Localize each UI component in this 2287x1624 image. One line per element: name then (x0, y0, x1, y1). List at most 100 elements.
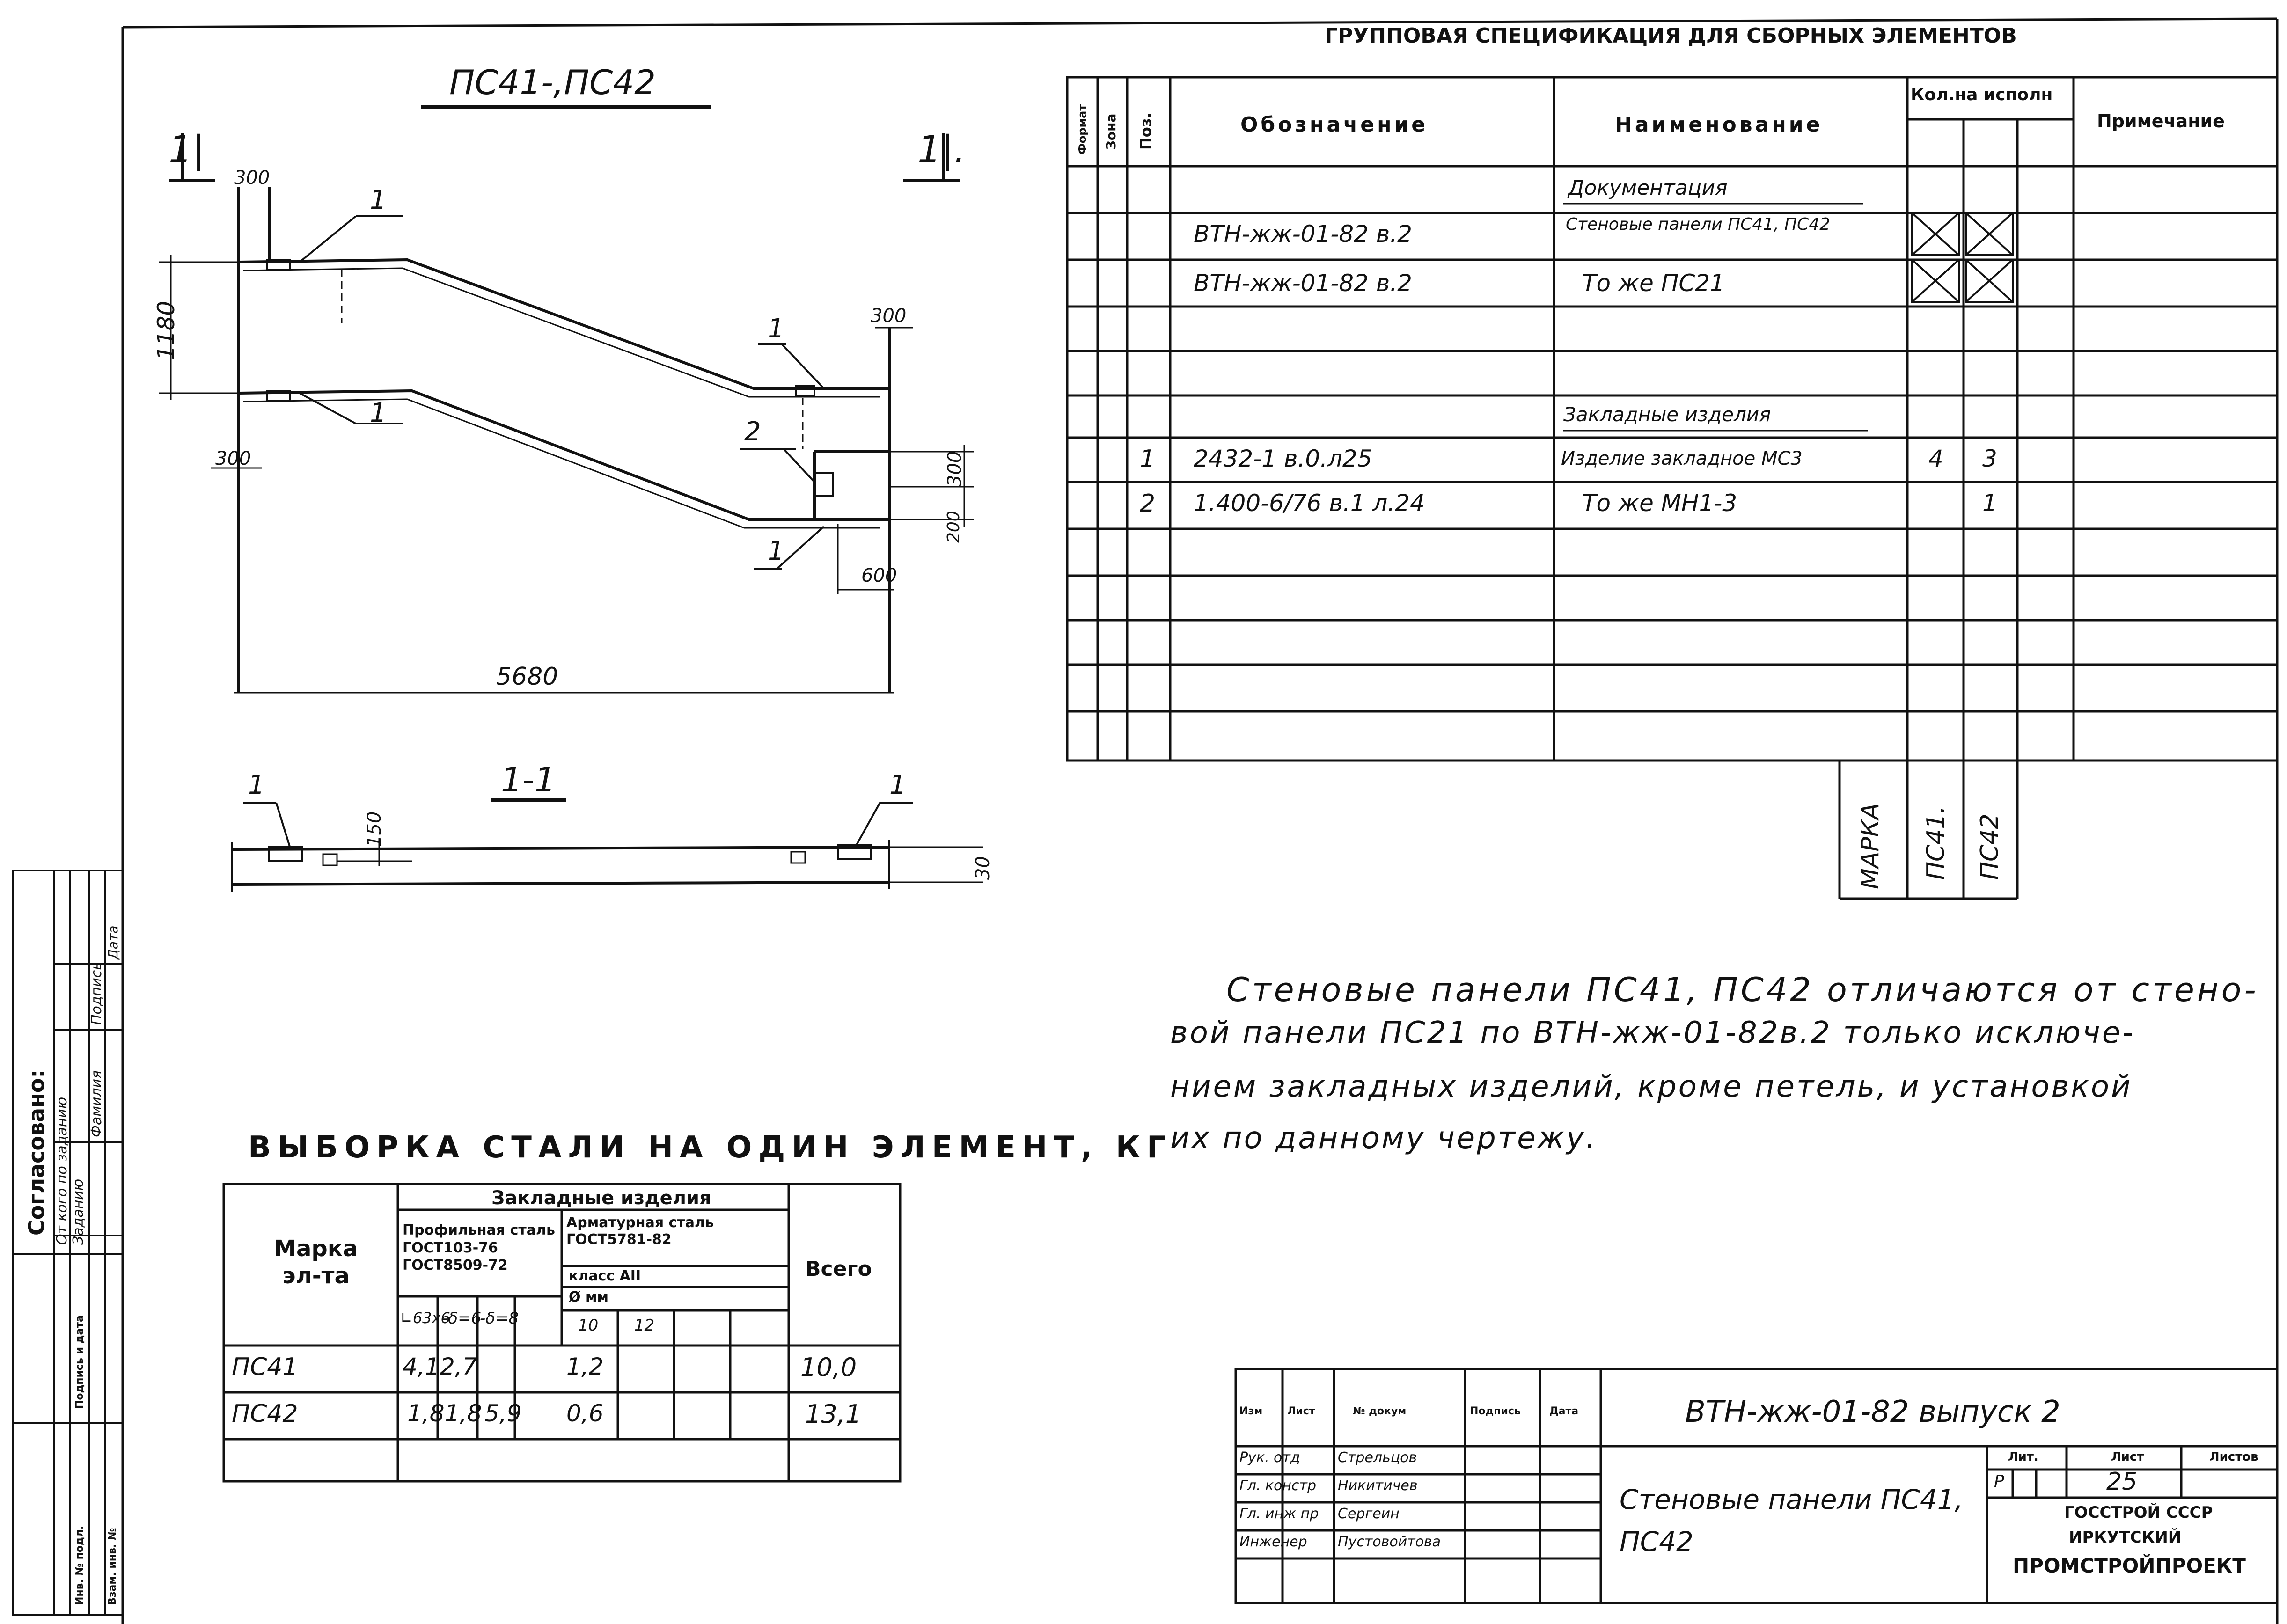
steel-row-2-total: 13,1 (805, 1399, 862, 1429)
steel-row-1-c2: 2,7 (440, 1353, 477, 1380)
steel-row-2-marka: ПС42 (232, 1400, 298, 1428)
stamp-sheets-head: Листов (2209, 1450, 2258, 1464)
signature-date: Подпись и дата (74, 1315, 86, 1409)
spec-head-note: Примечание (2097, 111, 2225, 132)
callout-1-right-top: 1 (768, 314, 784, 344)
drawing-title: ПС41-,ПС42 (449, 63, 656, 102)
steel-head-diameter: Ø мм (569, 1289, 608, 1305)
stamp-sheet-head: Лист (2111, 1450, 2144, 1464)
stamp-org-2: ИРКУТСКИЙ (2069, 1528, 2182, 1547)
stamp-head-change: Изм (1239, 1405, 1263, 1417)
steel-row-2-c4: 0,6 (566, 1400, 604, 1427)
note-line-4: их по данному чертежу. (1170, 1121, 1598, 1156)
spec-head-format: Формат (1076, 104, 1089, 154)
stamp-role-3: Гл. инж пр (1239, 1506, 1319, 1522)
stamp-lit-value: Р (1994, 1472, 2004, 1491)
spec-footer-ps41: ПС41. (1922, 805, 1950, 880)
title-block-grid (1234, 1368, 2279, 1604)
dim-200-end: 200 (944, 511, 963, 543)
stamp-role-1: Рук. отд (1239, 1449, 1300, 1466)
steel-sub-5: 12 (634, 1316, 655, 1335)
stamp-role-4: Инженер (1239, 1534, 1307, 1550)
approval-row-5: Дата (105, 925, 121, 959)
dim-5680: 5680 (496, 663, 558, 691)
dim-150: 150 (364, 811, 385, 847)
approval-row-1: От кого по заданию (54, 1097, 70, 1245)
spec-row-6-qty1: 4 (1928, 445, 1943, 472)
steel-sub-4: 10 (578, 1316, 599, 1335)
callout-1-bottom-left: 1 (370, 398, 387, 428)
steel-sub-2: -δ=6 (442, 1309, 482, 1328)
approval-strip (12, 870, 124, 1616)
steel-row-2-c3: 5,9 (484, 1400, 522, 1427)
stamp-name-1: Стрельцов (1338, 1449, 1417, 1466)
dim-600: 600 (861, 565, 897, 586)
stamp-drawing-name: Стеновые панели ПС41, ПС42 (1620, 1484, 1964, 1558)
spec-row-5-name: Закладные изделия (1563, 403, 1771, 426)
spec-footer-marka: МАРКА (1856, 803, 1884, 889)
note-line-3: нием закладных изделий, кроме петель, и … (1170, 1069, 2133, 1104)
approval-row-3: Фамилия (88, 1070, 105, 1137)
stamp-name-4: Пустовойтова (1338, 1534, 1441, 1550)
spec-row-6-name: Изделие закладное МС3 (1561, 448, 1803, 469)
steel-row-2-c1: 1,8 (407, 1400, 445, 1427)
approval-row-2: Заданию (70, 1178, 87, 1245)
spec-row-3-designation: ВТН-жж-01-82 в.2 (1194, 270, 1412, 297)
spec-head-designation: Обозначение (1240, 113, 1429, 137)
approval-row-4: Подпись (88, 962, 105, 1025)
steel-row-1-c1: 4,1 (403, 1353, 440, 1380)
spec-head-zone: Зона (1103, 113, 1119, 150)
steel-head-group: Закладные изделия (491, 1187, 711, 1209)
callout-2: 2 (744, 417, 761, 447)
spec-row-2-designation: ВТН-жж-01-82 в.2 (1194, 220, 1412, 248)
steel-head-rebar: Арматурная сталь ГОСТ5781-82 (566, 1214, 714, 1248)
stamp-head-sign: Подпись (1470, 1405, 1521, 1417)
steel-head-total: Всего (805, 1257, 872, 1281)
stamp-head-sheet: Лист (1287, 1405, 1315, 1417)
steel-head-profile: Профильная сталь ГОСТ103-76 ГОСТ8509-72 (403, 1222, 555, 1273)
spec-table-grid (1066, 76, 2279, 900)
spec-row-2-name: Стеновые панели ПС41, ПС42 (1566, 215, 1831, 234)
spec-row-6-designation: 2432-1 в.0.л25 (1194, 445, 1372, 472)
spec-title: ГРУППОВАЯ СПЕЦИФИКАЦИЯ ДЛЯ СБОРНЫХ ЭЛЕМЕ… (1325, 24, 2017, 48)
callout-1-section-right: 1 (889, 770, 906, 800)
panel-elevation (159, 105, 974, 694)
spec-row-1-name: Документация (1568, 176, 1728, 200)
spec-row-7-qty2: 1 (1982, 490, 1997, 517)
dim-30: 30 (972, 856, 994, 880)
section-mark-right: 1|. (917, 128, 966, 171)
spec-head-qty: Кол.на исполн (1911, 85, 2053, 104)
steel-row-1-marka: ПС41 (232, 1353, 298, 1381)
steel-head-marka: Марка эл-та (274, 1236, 358, 1289)
steel-table-grid (222, 1183, 902, 1483)
inv-number: Инв. № подл. (74, 1525, 86, 1605)
note-line-2: вой панели ПС21 по ВТН-жж-01-82в.2 тольк… (1170, 1016, 2135, 1050)
steel-row-1-total: 10,0 (800, 1353, 857, 1382)
spec-head-pos: Поз. (1137, 112, 1155, 150)
approval-title: Согласовано: (24, 1069, 49, 1236)
stamp-sheet-value: 25 (2106, 1468, 2138, 1496)
stamp-org-3: ПРОМСТРОЙПРОЕКТ (2013, 1554, 2246, 1577)
steel-sub-1: ∟63х6 (400, 1309, 450, 1327)
stamp-name-3: Сергеин (1338, 1506, 1400, 1522)
spec-row-3-name: То же ПС21 (1582, 270, 1725, 297)
spec-row-7-pos: 2 (1140, 490, 1156, 518)
stamp-head-doc: № докум (1353, 1405, 1407, 1417)
dim-300-right: 300 (871, 305, 907, 327)
steel-head-class: класс АII (569, 1268, 641, 1284)
spec-row-7-name: То же МН1-3 (1582, 490, 1737, 517)
spec-row-6-qty2: 3 (1982, 445, 1997, 472)
steel-title: ВЫБОРКА СТАЛИ НА ОДИН ЭЛЕМЕНТ, КГ (248, 1130, 1173, 1165)
callout-1-right-bottom: 1 (768, 536, 784, 566)
dim-300-end: 300 (944, 451, 966, 487)
spec-footer-ps42: ПС42 (1976, 813, 2004, 880)
steel-sub-3: -δ=8 (480, 1309, 519, 1328)
dim-300-left: 300 (215, 448, 251, 469)
replaced-inv: Взам. инв. № (107, 1528, 118, 1605)
stamp-lit-head: Лит. (2008, 1450, 2038, 1464)
spec-row-6-pos: 1 (1140, 445, 1156, 473)
steel-row-2-c2: 1,8 (445, 1400, 482, 1427)
section-view-title: 1-1 (501, 760, 556, 799)
callout-1-section-left: 1 (248, 770, 265, 800)
